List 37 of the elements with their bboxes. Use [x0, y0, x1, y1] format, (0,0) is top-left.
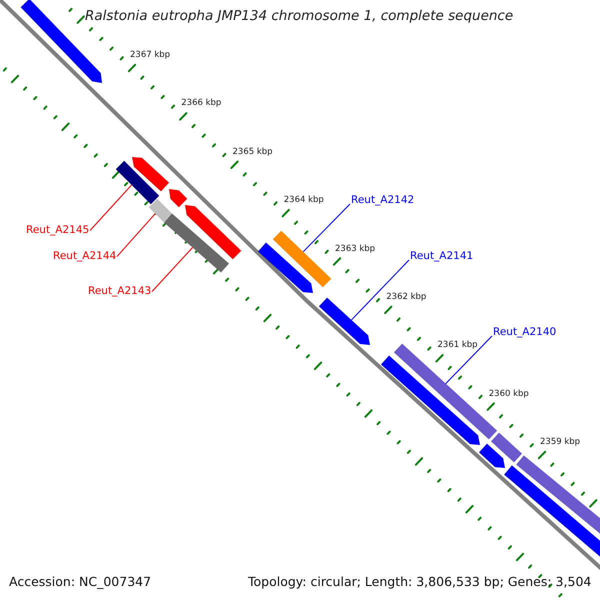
- gene-feature: [479, 444, 505, 468]
- gene-feature: [318, 298, 370, 345]
- scale-label: 2364 kbp: [284, 196, 324, 205]
- gene-label: Reut_A2145: [26, 225, 90, 236]
- leader-line: [116, 213, 156, 257]
- gene-feature: [491, 432, 522, 462]
- gene-label: Reut_A2142: [351, 195, 414, 206]
- scale-label: 2366 kbp: [181, 99, 222, 108]
- gene-feature: [516, 455, 600, 535]
- leader-line: [351, 260, 410, 320]
- gene-feature: [381, 356, 480, 445]
- gene-feature: [132, 157, 169, 192]
- scale-label: 2360 kbp: [488, 390, 529, 398]
- leader-line: [90, 184, 132, 231]
- gene-feature: [116, 160, 160, 204]
- footer-text: Topology: circular; Length: 3,806,533 bp; Genes: 3,504: [248, 576, 592, 588]
- gene-label: Reut_A2141: [410, 251, 474, 262]
- gene-feature: [164, 214, 229, 272]
- gene-feature: [258, 242, 313, 293]
- gene-feature: [504, 465, 600, 558]
- footer-text: Accession: NC_007347: [9, 576, 152, 588]
- scale-label: 2367 kbp: [130, 51, 170, 60]
- leader-line: [152, 247, 194, 292]
- scale-label: 2363 kbp: [335, 244, 376, 253]
- gene-label: Reut_A2144: [53, 251, 116, 262]
- leader-line: [445, 336, 492, 384]
- title: Ralstonia eutropha JMP134 chromosome 1, complete sequence: [85, 10, 514, 24]
- scale-label: 2359 kbp: [540, 438, 580, 446]
- gene-feature: [148, 198, 172, 222]
- scale-label: 2362 kbp: [386, 292, 426, 302]
- gene-feature: [185, 205, 242, 260]
- gene-feature: [169, 189, 188, 208]
- gene-feature: [272, 230, 332, 288]
- scale-label: 2365 kbp: [232, 148, 273, 156]
- gene-label: Reut_A2143: [88, 286, 152, 296]
- scale-label: 2361 kbp: [438, 341, 478, 350]
- gene-label: Reut_A2140: [493, 327, 556, 338]
